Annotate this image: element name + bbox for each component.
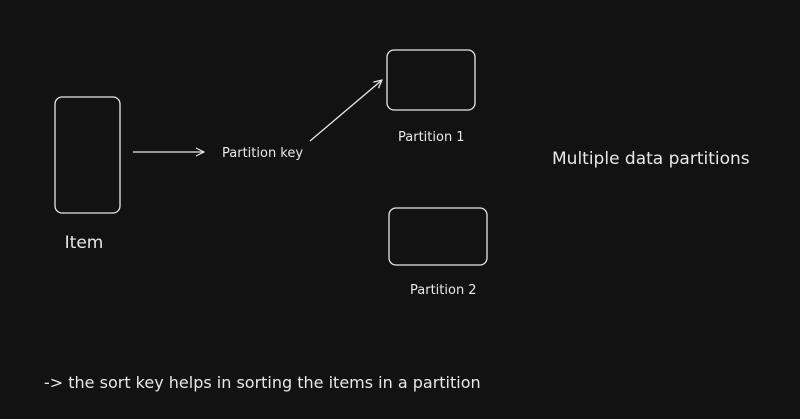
sort-key-note: -> the sort key helps in sorting the ite… — [44, 373, 481, 392]
partition-1-label: Partition 1 — [398, 130, 465, 145]
multiple-partitions-note: Multiple data partitions — [552, 149, 750, 169]
partition-2-box — [388, 207, 488, 266]
item-box — [54, 96, 121, 214]
partition-key-label: Partition key — [222, 146, 303, 161]
item-label: Item — [65, 233, 104, 253]
partition-1-box — [386, 49, 476, 111]
partition-2-label: Partition 2 — [410, 283, 477, 298]
key-to-partition-1-arrow — [309, 80, 382, 142]
